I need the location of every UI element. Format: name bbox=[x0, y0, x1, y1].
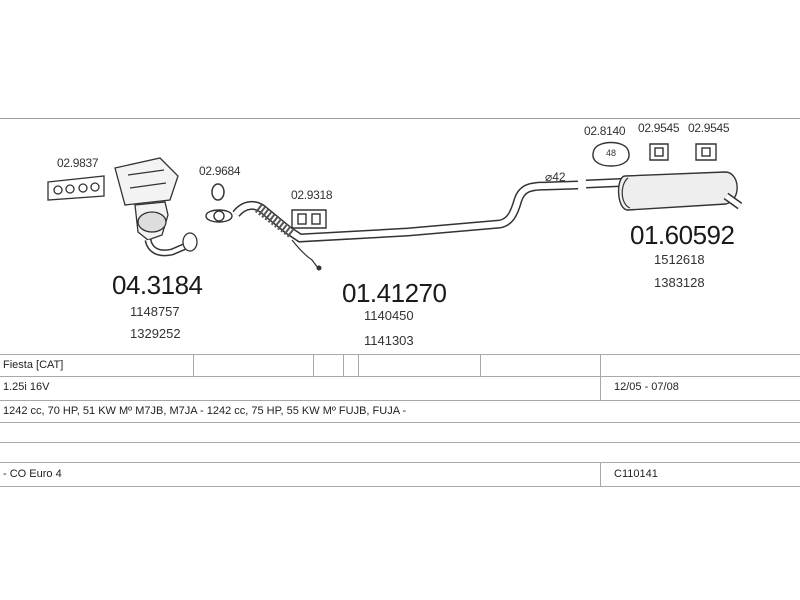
part-label-hanger-rear-a: 02.9545 bbox=[638, 121, 680, 135]
flange-gasket-drawing bbox=[205, 209, 233, 223]
table-row: - CO Euro 4 C110141 bbox=[0, 462, 800, 487]
oem-number: 1512618 bbox=[654, 252, 705, 267]
front-pipe-drawing bbox=[232, 180, 579, 271]
table-row bbox=[0, 442, 800, 463]
spec-cell: 1242 cc, 70 HP, 51 KW Mº M7JB, M7JA - 12… bbox=[3, 405, 407, 417]
engine-cell: 1.25i 16V bbox=[3, 381, 50, 393]
part-label-ring: 02.9684 bbox=[199, 164, 241, 178]
table-row bbox=[0, 422, 800, 443]
exhaust-diagram bbox=[47, 141, 743, 271]
hanger-02-9545-a-drawing bbox=[649, 143, 669, 161]
catalytic-manifold-drawing bbox=[114, 157, 198, 257]
emission-cell: - CO Euro 4 bbox=[3, 468, 62, 480]
main-part-number-front-pipe: 01.41270 bbox=[342, 278, 447, 308]
oem-number: 1329252 bbox=[130, 326, 181, 341]
hanger-02-8140-drawing bbox=[592, 141, 630, 167]
catalog-code-cell: C110141 bbox=[614, 468, 658, 480]
part-label-hanger-front: 02.9318 bbox=[291, 188, 333, 202]
table-row: 1.25i 16V 12/05 - 07/08 bbox=[0, 376, 800, 401]
diagram-top-border bbox=[0, 118, 800, 119]
table-row: Fiesta [CAT] bbox=[0, 354, 800, 377]
part-label-hanger-rear-b: 02.9545 bbox=[688, 121, 730, 135]
rear-silencer-drawing bbox=[585, 171, 743, 211]
main-part-number-silencer: 01.60592 bbox=[630, 220, 735, 250]
model-cell: Fiesta [CAT] bbox=[3, 359, 64, 371]
hanger-02-9545-b-drawing bbox=[695, 143, 717, 161]
oem-number: 1148757 bbox=[130, 304, 180, 319]
table-bottom-border bbox=[0, 486, 800, 487]
date-range-cell: 12/05 - 07/08 bbox=[614, 381, 679, 393]
manifold-gasket-drawing bbox=[47, 175, 105, 201]
oem-number: 1383128 bbox=[654, 275, 705, 290]
main-part-number-catalyst: 04.3184 bbox=[112, 270, 203, 300]
part-label-gasket: 02.9837 bbox=[57, 156, 99, 170]
hanger-badge-text: 48 bbox=[606, 148, 617, 158]
pipe-diameter-label: ⌀42 bbox=[545, 170, 566, 184]
part-label-hanger-rubber: 02.8140 bbox=[584, 124, 626, 138]
oem-number: 1141303 bbox=[364, 333, 414, 348]
hanger-02-9318-drawing bbox=[291, 209, 327, 229]
sealing-ring-drawing bbox=[211, 183, 225, 201]
table-row: 1242 cc, 70 HP, 51 KW Mº M7JB, M7JA - 12… bbox=[0, 400, 800, 423]
oem-number: 1140450 bbox=[364, 308, 414, 323]
